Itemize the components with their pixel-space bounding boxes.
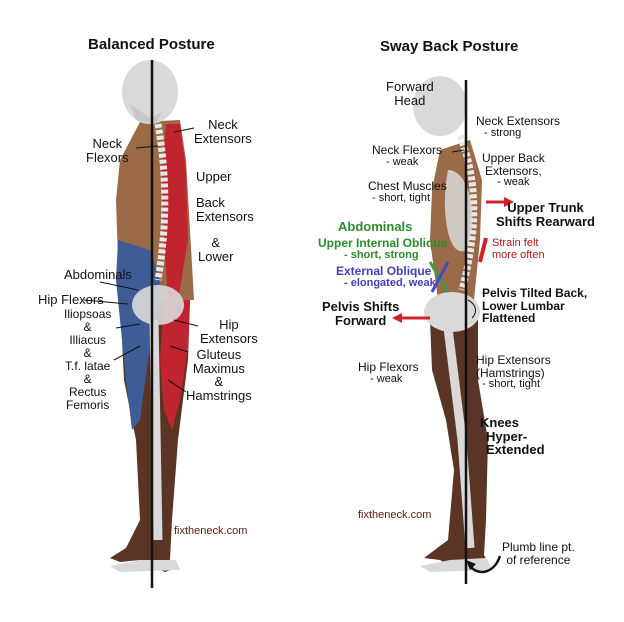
label-left-hip-flexors-list: Iliopsoas & Illiacus & T.f. latae & Rect… <box>64 307 112 412</box>
right-figure-pelvis <box>424 292 480 332</box>
label-right-plumb-line: Plumb line pt.of reference <box>502 540 575 567</box>
label-right-upper-back-extensors: Upper Back Extensors, - weak <box>482 151 545 189</box>
label-right-neck-extensors: Neck Extensors - strong <box>476 114 561 139</box>
sway-back-figure <box>392 76 514 584</box>
right-figure-skull <box>413 76 467 136</box>
right-site-watermark: fixtheneck.com <box>358 509 432 521</box>
label-left-upper: Upper <box>196 169 232 184</box>
left-figure-skull <box>122 60 178 124</box>
right-figure-legs <box>424 320 490 570</box>
right-red-arrows <box>392 197 514 323</box>
left-figure-pelvis <box>132 285 184 325</box>
left-site-watermark: fixtheneck.com <box>174 525 248 537</box>
label-right-external-oblique: External Oblique - elongated, weak <box>336 264 436 289</box>
title-balanced-posture: Balanced Posture <box>88 36 215 53</box>
label-left-hip-flexors: Hip Flexors <box>38 292 104 307</box>
right-figure-foot <box>420 558 492 572</box>
left-figure-hip-extensors <box>160 300 190 430</box>
left-figure-foot <box>110 560 180 572</box>
right-leader-lines <box>451 149 476 319</box>
label-left-abdominals: Abdominals <box>64 267 132 282</box>
left-leader-lines <box>83 127 199 393</box>
title-sway-back-posture: Sway Back Posture <box>380 38 519 55</box>
right-figure-leg-bone <box>443 327 475 549</box>
right-external-oblique <box>430 261 450 293</box>
plumb-line-pointer <box>469 555 502 574</box>
label-right-abdominals: Abdominals <box>338 219 413 234</box>
plumb-line-pointer-head <box>466 560 476 570</box>
left-figure-leg-bone <box>149 319 163 541</box>
label-right-neck-flexors: Neck Flexors - weak <box>372 143 443 168</box>
label-left-hip-extensors-list: Gluteus Maximus & Hamstrings <box>186 347 252 403</box>
label-right-hip-extensors: Hip Extensors (Hamstrings) - short, tigh… <box>476 353 551 391</box>
left-figure-back-extensors <box>162 124 188 300</box>
left-figure-spine <box>154 123 169 281</box>
left-figure-jaw <box>130 104 162 124</box>
label-right-knees: Knees Hyper- Extended <box>480 415 545 458</box>
label-right-hip-flexors: Hip Flexors - weak <box>358 360 419 385</box>
label-right-pelvis-tilted: Pelvis Tilted Back, Lower Lumbar Flatten… <box>482 286 588 326</box>
label-right-upper-internal-oblique: Upper Internal Oblique - short, strong <box>318 236 448 261</box>
balanced-posture-figure <box>83 60 199 588</box>
label-left-and-lower: &Lower <box>198 235 234 264</box>
label-right-chest-muscles: Chest Muscles - short, tight <box>368 179 447 204</box>
